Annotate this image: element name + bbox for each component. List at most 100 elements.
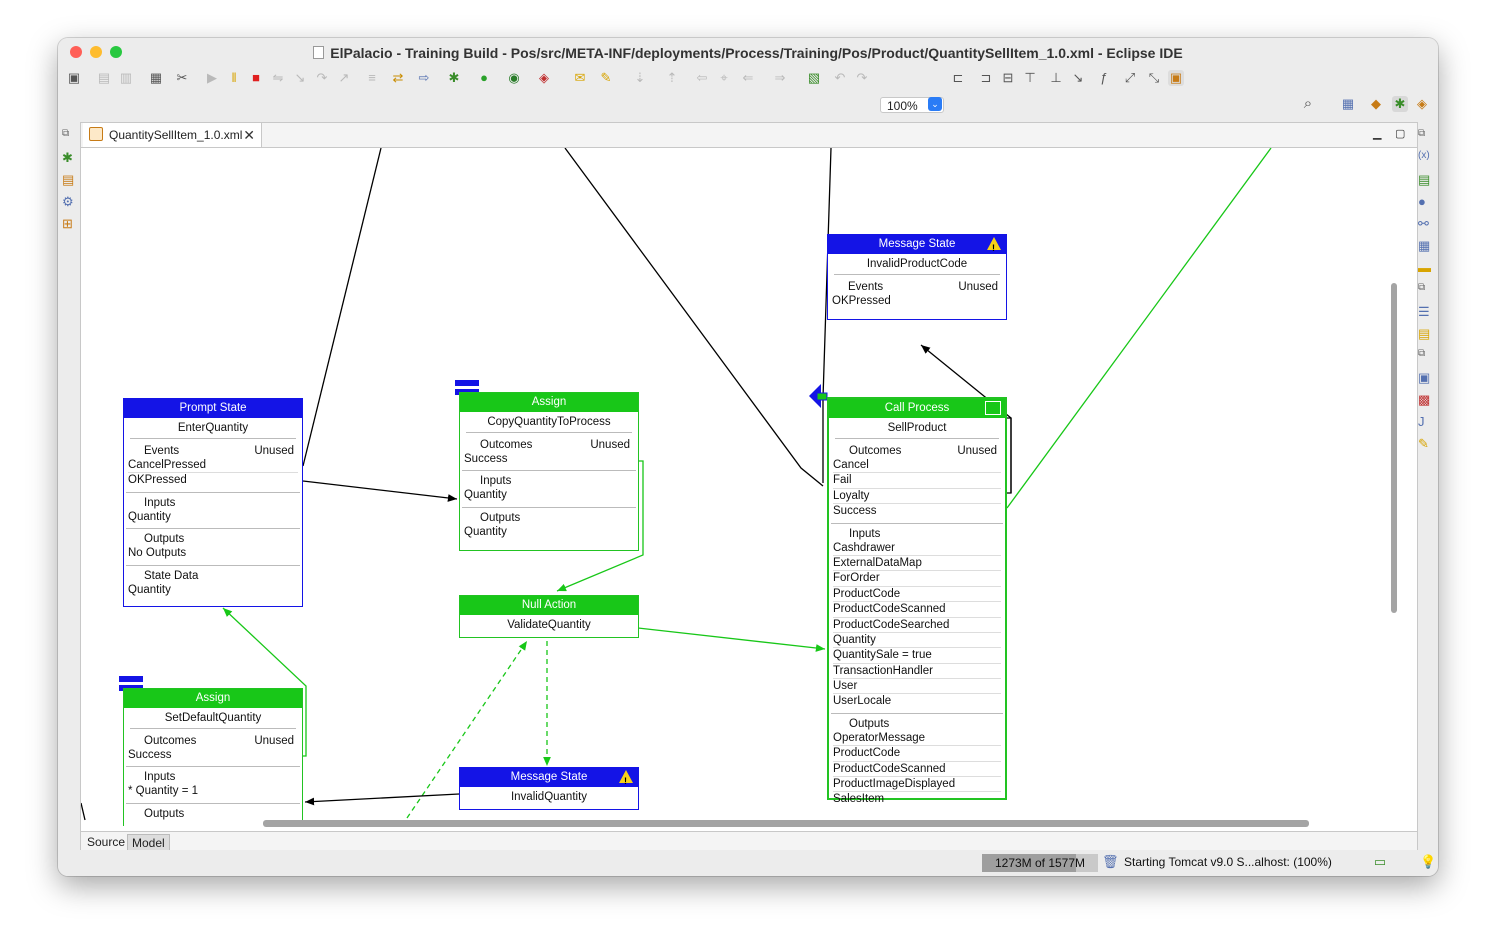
coverage-icon[interactable]: ◉ — [508, 70, 520, 85]
restore-right3-icon[interactable]: ⧉ — [1418, 348, 1426, 359]
suspend-icon[interactable]: ‖ — [231, 70, 237, 85]
forward-icon[interactable]: ⇒ — [774, 70, 786, 85]
terminate-icon[interactable]: ■ — [252, 70, 260, 85]
console-view-icon[interactable]: ▣ — [1418, 370, 1431, 385]
outline-icon[interactable]: ⊞ — [62, 216, 73, 231]
new-diagram-icon[interactable]: ▧ — [807, 70, 821, 85]
new-icon[interactable]: ▣ — [67, 70, 81, 85]
editor-tab[interactable]: QuantitySellItem_1.0.xml ✕ — [83, 123, 262, 147]
save-all-icon[interactable]: ▥ — [119, 70, 133, 85]
outline-right-icon[interactable]: ☰ — [1418, 304, 1430, 319]
wire-null-to-call[interactable] — [637, 627, 826, 652]
garbage-collect-icon[interactable]: 🗑 — [1102, 854, 1119, 869]
servers-icon[interactable]: ⚙ — [62, 194, 74, 209]
debug-view-icon[interactable]: ✱ — [62, 150, 73, 165]
search-icon[interactable]: ⌕ — [1303, 95, 1313, 112]
wire-callbox-outline[interactable] — [1007, 417, 1012, 494]
expand-icon[interactable]: ⤢ — [1124, 70, 1136, 85]
horizontal-scrollbar[interactable] — [263, 820, 1309, 827]
variables-icon[interactable]: (x) — [1418, 150, 1430, 161]
model-tab[interactable]: Model — [127, 834, 170, 852]
tasks-icon[interactable]: ▬ — [1418, 260, 1431, 275]
last-edit-icon[interactable]: ⇦ — [696, 70, 708, 85]
drop-frame-icon[interactable]: ≡ — [368, 70, 376, 85]
collapse-icon[interactable]: ⤡ — [1148, 70, 1160, 85]
entry-arrow-icon[interactable] — [809, 384, 821, 408]
heap-status[interactable]: 1273M of 1577M — [982, 854, 1098, 872]
javadoc-icon[interactable]: J — [1418, 414, 1425, 429]
wire-prompt-up[interactable] — [302, 148, 382, 467]
zoom-dropdown-button[interactable]: ⌄ — [928, 97, 942, 111]
align-center-icon[interactable]: ⊐ — [980, 70, 992, 85]
project-explorer-icon[interactable]: ▤ — [62, 172, 75, 187]
minimize-window-button[interactable] — [90, 46, 102, 58]
formula-icon[interactable]: ƒ — [1100, 70, 1108, 85]
resume-icon[interactable]: ▶ — [207, 70, 217, 85]
skip-breakpoints-icon[interactable]: ✂ — [176, 70, 188, 85]
align-left-icon[interactable]: ⊏ — [952, 70, 964, 85]
disconnect-icon[interactable]: ⇋ — [272, 70, 284, 85]
zoom-window-button[interactable] — [110, 46, 122, 58]
step-into-icon[interactable]: ↘ — [294, 70, 306, 85]
java-perspective-icon[interactable]: ◆ — [1371, 96, 1381, 111]
wire-diagonal[interactable] — [564, 148, 824, 487]
external-tools-icon[interactable]: ◈ — [539, 70, 549, 85]
align-top-icon[interactable]: ⊤ — [1024, 70, 1036, 85]
back-icon[interactable]: ⇐ — [742, 70, 754, 85]
expressions-icon[interactable]: ● — [1418, 194, 1426, 209]
registers-icon[interactable]: ▦ — [1418, 238, 1431, 253]
run-icon[interactable]: ● — [480, 70, 488, 85]
minimize-editor-icon[interactable]: ▁ — [1373, 128, 1382, 140]
debug-perspective-icon[interactable]: ✱ — [1392, 96, 1408, 112]
wire-prompt-to-assign[interactable] — [302, 480, 458, 502]
save-icon[interactable]: ▤ — [97, 70, 111, 85]
modules-icon[interactable]: ⚯ — [1418, 216, 1429, 231]
step-return-icon[interactable]: ↗ — [338, 70, 350, 85]
message-state-invalid-product-code[interactable]: Message State InvalidProductCode EventsU… — [827, 234, 1007, 320]
null-action-validate-quantity[interactable]: Null Action ValidateQuantity — [459, 595, 639, 638]
progress-view-icon[interactable]: ▭ — [1373, 854, 1387, 869]
wire-assign-to-null[interactable] — [556, 460, 644, 592]
open-type-icon[interactable]: ✉ — [574, 70, 586, 85]
problems-icon[interactable]: ▩ — [1418, 392, 1431, 407]
other-perspective-icon[interactable]: ◈ — [1417, 96, 1427, 111]
source-tab[interactable]: Source — [87, 835, 126, 849]
redo-icon[interactable]: ↷ — [856, 70, 868, 85]
maximize-editor-icon[interactable]: ▢ — [1395, 128, 1406, 140]
open-task-icon[interactable]: ⇨ — [418, 70, 430, 85]
message-state-invalid-quantity[interactable]: Message State InvalidQuantity — [459, 767, 639, 810]
diagram-canvas[interactable]: Message State InvalidProductCode EventsU… — [81, 148, 1387, 826]
close-tab-icon[interactable]: ✕ — [243, 127, 255, 143]
debug-icon[interactable]: ✱ — [448, 70, 460, 85]
close-window-button[interactable] — [70, 46, 82, 58]
undo-icon[interactable]: ↶ — [834, 70, 846, 85]
restore-icon[interactable]: ⧉ — [62, 128, 70, 139]
restore-right2-icon[interactable]: ⧉ — [1418, 282, 1426, 293]
restore-right-icon[interactable]: ⧉ — [1418, 128, 1426, 139]
step-over-icon[interactable]: ↷ — [316, 70, 328, 85]
vertical-scrollbar[interactable] — [1391, 283, 1397, 613]
align-right-icon[interactable]: ⊟ — [1002, 70, 1014, 85]
console-icon[interactable]: ▦ — [149, 70, 163, 85]
palette-icon[interactable]: ▣ — [1168, 70, 1184, 86]
pin-editor-icon[interactable]: ⌖ — [720, 70, 728, 85]
open-perspective-icon[interactable]: ▦ — [1341, 96, 1355, 111]
search-view-icon[interactable]: ✎ — [1418, 436, 1429, 451]
properties-icon[interactable]: ▤ — [1418, 326, 1431, 341]
annotation-next-icon[interactable]: ⇣ — [634, 70, 646, 85]
align-middle-icon[interactable]: ⊥ — [1050, 70, 1062, 85]
search-tool-icon[interactable]: ✎ — [600, 70, 612, 85]
wire-msg-to-default[interactable] — [304, 793, 460, 806]
annotation-prev-icon[interactable]: ⇡ — [666, 70, 678, 85]
tip-lightbulb-icon[interactable]: 💡 — [1420, 854, 1437, 869]
connection-icon[interactable]: ↘ — [1072, 70, 1084, 85]
breakpoints-icon[interactable]: ▤ — [1418, 172, 1431, 187]
wire-default-to-prompt[interactable] — [222, 607, 307, 757]
use-step-filters-icon[interactable]: ⇄ — [392, 70, 404, 85]
wire-left-edge[interactable] — [81, 802, 86, 821]
wire-green-top[interactable] — [1006, 148, 1272, 509]
